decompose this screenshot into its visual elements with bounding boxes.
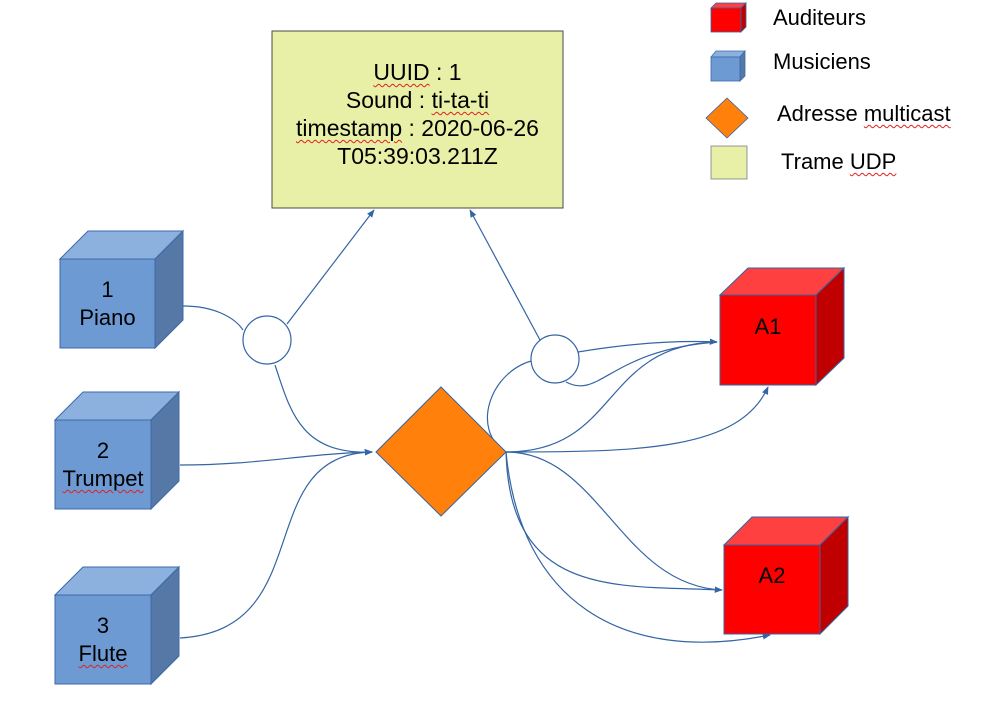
musician-node-3 bbox=[53, 565, 181, 686]
packet-timestamp-date: : 2020-06-26 bbox=[402, 115, 539, 141]
musician-instrument-1: Piano bbox=[79, 305, 136, 330]
connector-right-circle-to-a1 bbox=[577, 338, 718, 353]
listener-id-a2: A2 bbox=[758, 563, 786, 588]
legend-listener-cube-icon bbox=[710, 2, 747, 33]
legend-label-multicast: Adresse multicast bbox=[777, 101, 951, 127]
packet-sound-value: ti-ta-ti bbox=[431, 87, 490, 113]
packet-uuid-key: UUID bbox=[373, 59, 430, 85]
connector-multicast-to-a1-upper bbox=[505, 341, 718, 453]
listener-node-a2 bbox=[722, 515, 850, 636]
musician-label-1: 1 Piano bbox=[60, 276, 155, 332]
legend-musician-cube-icon bbox=[710, 49, 746, 82]
musician-id-2: 2 bbox=[96, 438, 110, 463]
musician-label-2: 2 Trumpet bbox=[55, 437, 151, 493]
legend-label-listeners: Auditeurs bbox=[773, 5, 866, 31]
legend-listeners-text: Auditeurs bbox=[773, 5, 866, 30]
listener-id-a1: A1 bbox=[754, 314, 782, 339]
listener-label-a2: A2 bbox=[724, 562, 820, 590]
legend-multicast-text-2: multicast bbox=[863, 101, 951, 126]
listener-label-a1: A1 bbox=[720, 313, 816, 341]
musician-node-1 bbox=[58, 229, 185, 350]
musician-id-1: 1 bbox=[101, 277, 114, 302]
musician-id-3: 3 bbox=[96, 613, 110, 638]
connector-piano-to-circle bbox=[182, 305, 244, 331]
udp-frame-box bbox=[271, 30, 564, 209]
join-circle-right bbox=[530, 334, 580, 384]
listener-node-a1 bbox=[718, 266, 846, 387]
legend-udp-frame-text-1: Trame bbox=[781, 149, 850, 174]
connector-multicast-loop-to-circle bbox=[486, 359, 536, 453]
packet-timestamp-line: timestamp : 2020-06-26 bbox=[272, 114, 563, 142]
legend-musicians-text: Musiciens bbox=[773, 49, 871, 74]
musician-node-2 bbox=[53, 390, 181, 511]
legend-label-udp-frame: Trame UDP bbox=[781, 149, 896, 175]
connector-right-circle-to-frame bbox=[469, 209, 541, 341]
connector-multicast-to-a1-lower bbox=[505, 386, 769, 453]
join-circle-left bbox=[242, 315, 292, 365]
legend-udp-frame-icon bbox=[710, 145, 748, 180]
connectors bbox=[179, 209, 771, 643]
packet-sound-key: Sound : bbox=[345, 87, 432, 113]
musician-label-3: 3 Flute bbox=[55, 612, 151, 668]
packet-sound-line: Sound : ti-ta-ti bbox=[272, 86, 563, 114]
legend-udp-frame-text-2: UDP bbox=[849, 149, 897, 174]
packet-timestamp-key: timestamp bbox=[296, 115, 403, 141]
udp-frame-content: UUID : 1 Sound : ti-ta-ti timestamp : 20… bbox=[272, 58, 563, 170]
connector-trumpet-to-multicast bbox=[179, 449, 373, 466]
legend-label-musicians: Musiciens bbox=[773, 49, 871, 75]
connector-multicast-to-a2-mid bbox=[505, 451, 723, 591]
musician-instrument-3: Flute bbox=[78, 641, 128, 666]
connector-multicast-to-a2-lower bbox=[505, 451, 771, 643]
connector-left-circle-to-multicast bbox=[274, 364, 373, 456]
packet-uuid-value: : 1 bbox=[429, 59, 462, 85]
legend-multicast-text-1: Adresse bbox=[777, 101, 864, 126]
packet-uuid-line: UUID : 1 bbox=[272, 58, 563, 86]
connector-circle-loop-to-a1 bbox=[565, 341, 718, 387]
multicast-address-node bbox=[375, 386, 507, 517]
musician-instrument-2: Trumpet bbox=[62, 466, 144, 491]
legend-multicast-diamond-icon bbox=[705, 97, 749, 139]
packet-timestamp-time: T05:39:03.211Z bbox=[337, 143, 498, 169]
connector-multicast-to-a2-upper bbox=[505, 451, 723, 593]
connector-flute-to-multicast bbox=[179, 448, 373, 639]
connector-left-circle-to-frame bbox=[286, 209, 375, 325]
